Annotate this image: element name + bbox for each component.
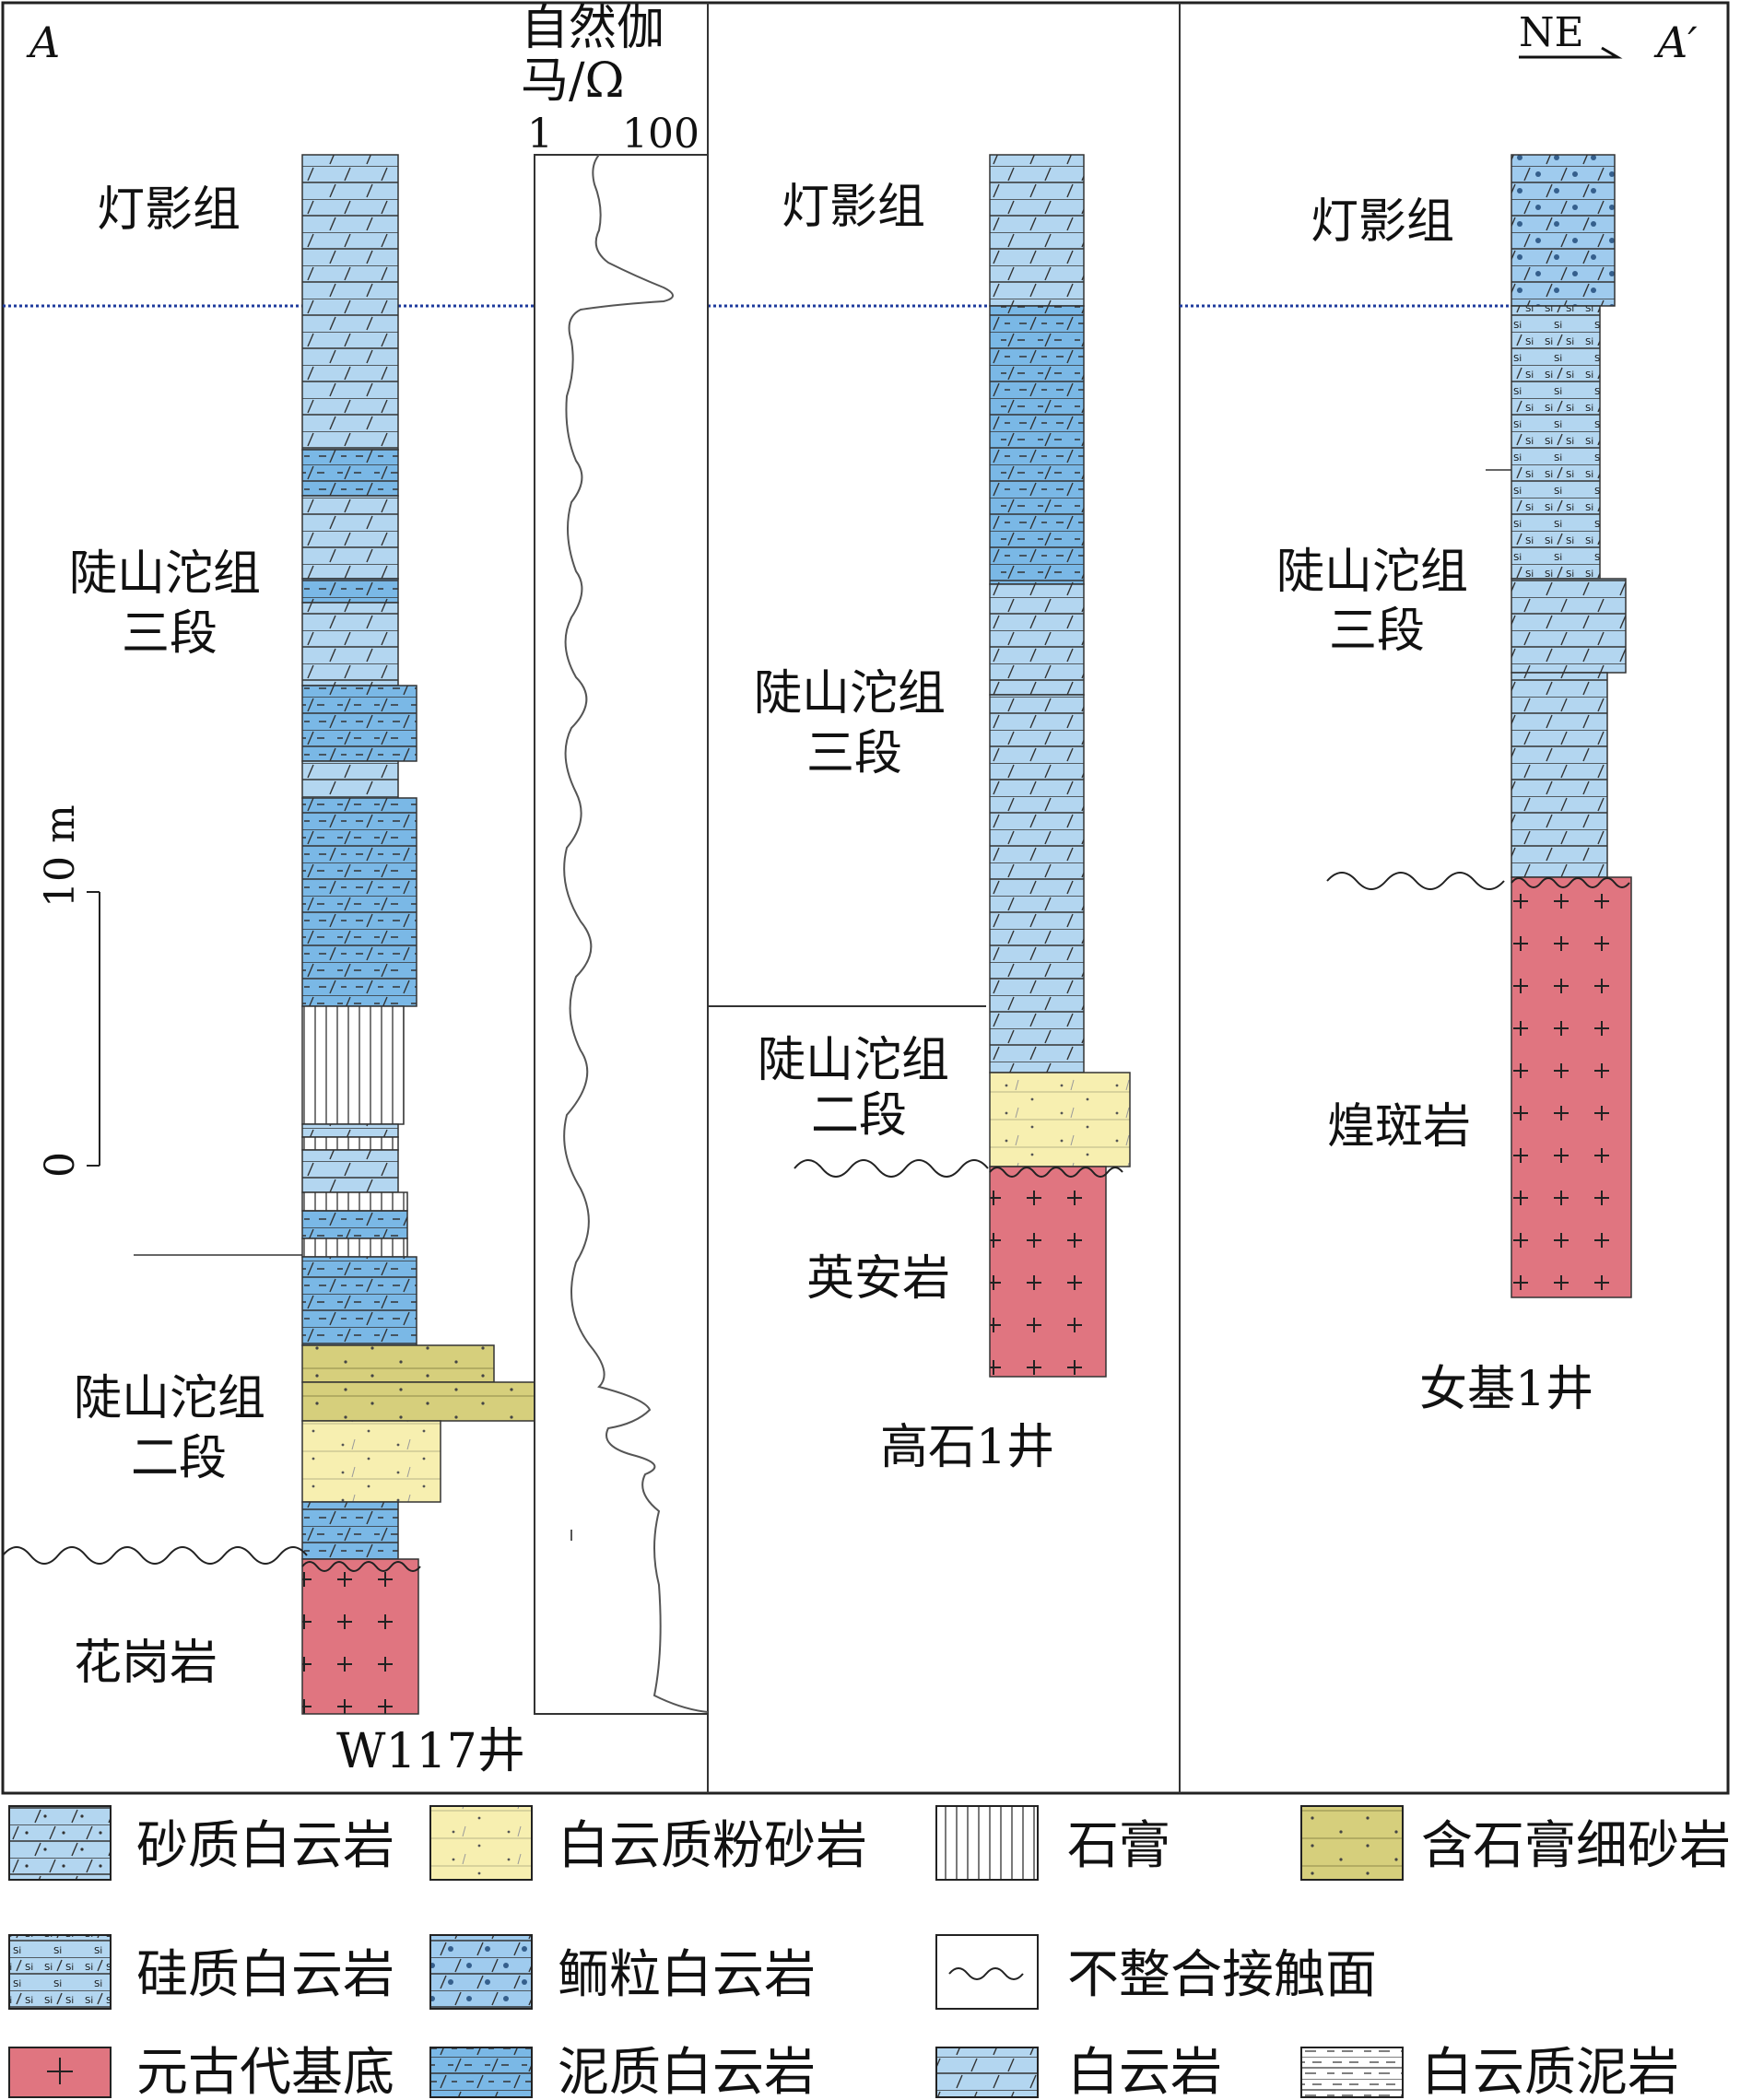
plus-icon: [47, 2058, 73, 2084]
legend-swatch-gypsiferous-sandstone: [1300, 1805, 1404, 1881]
legend-swatch-dolomitic-mudstone: [1300, 2047, 1404, 2098]
w117-d3-label-line1: 陡山沱组: [69, 546, 261, 602]
legend-swatch-argillaceous-dolomite: [429, 2047, 533, 2098]
legend-swatch-dolomitic-siltstone: [429, 1805, 533, 1881]
legend-label-dolomitic-siltstone: 白云质粉砂岩: [558, 1816, 867, 1876]
unconformity-gaoshi1: [794, 1159, 989, 1178]
gaoshi1-well-name: 高石1井: [880, 1420, 1054, 1475]
legend-swatch-dolomite: [935, 2047, 1039, 2098]
legend-label-oolitic-dolomite: 鲕粒白云岩: [558, 1945, 816, 2005]
legend-label-argillaceous-dolomite: 泥质白云岩: [558, 2043, 816, 2100]
direction-arrow-icon: [1519, 46, 1623, 59]
legend: 砂质白云岩 白云质粉砂岩 石膏 含石膏细砂岩 硅质白云岩 鲕粒白云岩 不整合接触…: [8, 1805, 1731, 2100]
legend-label-gypsum: 石膏: [1067, 1816, 1170, 1876]
well-w117-column: [301, 154, 548, 1715]
legend-swatch-siliceous-dolomite: [8, 1934, 112, 2010]
w117-basement-label: 花岗岩: [74, 1636, 218, 1691]
legend-label-gypsiferous-sandstone: 含石膏细砂岩: [1421, 1816, 1731, 1876]
section-start-label: A: [26, 18, 60, 67]
unconformity-icon: [948, 1967, 1024, 1980]
legend-label-siliceous-dolomite: 硅质白云岩: [136, 1945, 394, 2005]
unconformity-nvji1: [1326, 872, 1505, 890]
gaoshi1-d3-label-line2: 三段: [806, 726, 902, 781]
w117-d2-label-line2: 二段: [131, 1431, 227, 1486]
unconformity-w117: [2, 1546, 308, 1565]
gaoshi1-basement-label: 英安岩: [806, 1251, 950, 1307]
legend-label-dolomite: 白云岩: [1067, 2043, 1222, 2100]
gaoshi1-d3-label-line1: 陡山沱组: [754, 666, 946, 722]
gamma-title-line1: 自然伽: [521, 1, 664, 56]
gaoshi1-d2-label-line1: 陡山沱组: [758, 1033, 949, 1088]
section-end-label: A′: [1653, 18, 1698, 67]
gamma-title-line2: 马/Ω: [521, 53, 625, 109]
legend-swatch-oolitic-dolomite: [429, 1934, 533, 2010]
gamma-scale-min: 1: [527, 111, 553, 158]
nvji1-d3-label-line2: 三段: [1329, 604, 1425, 659]
well-nvji1-column: [1511, 154, 1632, 1298]
legend-swatch-sandy-dolomite: [8, 1805, 112, 1881]
legend-label-dolomitic-mudstone: 白云质泥岩: [1421, 2043, 1679, 2100]
nvji1-dengying-label: 灯影组: [1311, 194, 1454, 250]
gaoshi1-dengying-label: 灯影组: [782, 180, 925, 235]
scale-bar-label: 10 m: [37, 804, 84, 908]
gamma-scale-max: 100: [622, 111, 700, 158]
w117-d3-label-line2: 三段: [122, 606, 218, 662]
section-frame: [1, 1, 1730, 1795]
nvji1-d3-label-line1: 陡山沱组: [1276, 545, 1468, 600]
w117-d2-label-line1: 陡山沱组: [74, 1371, 265, 1426]
scale-bar: 10 m 0: [37, 804, 100, 1178]
nvji1-basement-label: 煌斑岩: [1327, 1099, 1471, 1155]
scale-bar-zero: 0: [37, 1152, 84, 1178]
legend-swatch-gypsum: [935, 1805, 1039, 1881]
gaoshi1-d2-label-line2: 二段: [811, 1088, 907, 1144]
w117-well-name: W117井: [336, 1724, 525, 1779]
gamma-ray-track: [534, 154, 709, 1715]
nvji1-well-name: 女基1井: [1419, 1362, 1593, 1417]
w117-dengying-label: 灯影组: [97, 182, 241, 238]
direction-label: NE: [1519, 9, 1584, 56]
legend-label-basement: 元古代基底: [136, 2043, 394, 2100]
legend-label-unconformity: 不整合接触面: [1067, 1945, 1377, 2005]
well-gaoshi1-column: [989, 154, 1131, 1378]
legend-label-sandy-dolomite: 砂质白云岩: [136, 1816, 394, 1876]
